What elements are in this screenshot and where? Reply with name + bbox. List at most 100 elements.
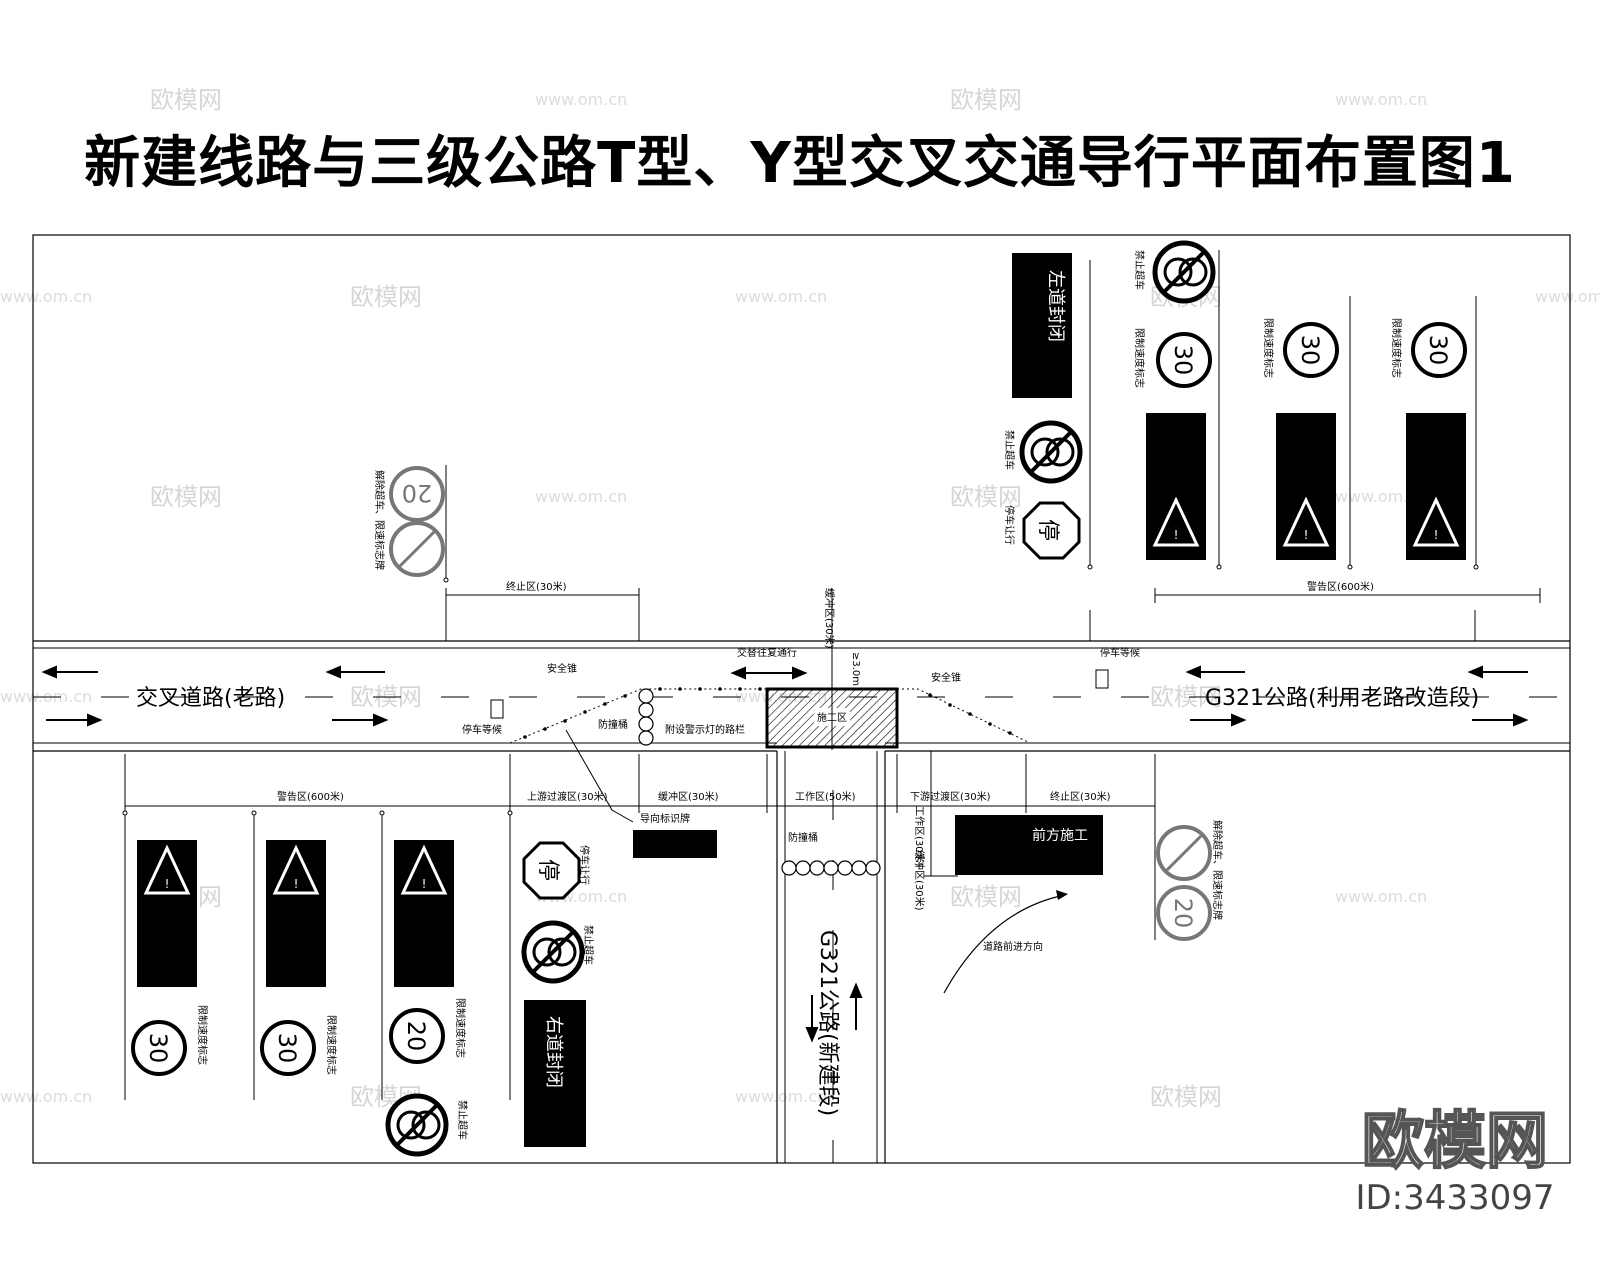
svg-text:30: 30 [1296,335,1324,366]
old-road-label: 交叉道路(老路) [136,686,285,711]
dim-warning-top [1089,588,1541,641]
svg-text:前方施工: 前方施工 [1032,827,1088,844]
svg-text:!: ! [294,877,299,891]
svg-text:20: 20 [1169,898,1197,929]
speed-limit-sign-faded: 20 [1156,885,1212,941]
arrow-left-icon [1467,665,1528,679]
watermark-logo: 欧模网 [950,483,1022,511]
svg-text:禁止超车: 禁止超车 [456,1100,469,1140]
svg-text:30: 30 [144,1033,172,1064]
warning-board [266,840,326,987]
watermark-url: www.om.cn [1535,287,1600,306]
wait-sign-label: 停车等候 [462,723,502,736]
stop-sign: 停 [1022,501,1081,560]
svg-text:限制速度标志: 限制速度标志 [454,998,467,1058]
svg-text:左道封闭: 左道封闭 [1045,270,1066,342]
svg-text:30: 30 [273,1033,301,1064]
no-overtaking-end-sign-faded [1156,825,1212,881]
speed-limit-sign [389,1008,445,1064]
page-title: 新建线路与三级公路T型、Y型交叉交通导行平面布置图1 [84,131,1516,196]
watermark-layer: 欧模网 www.om.cn 欧模网 www.om.cn 欧模网 www.om.c… [0,86,1600,1111]
wait-sign-label: 停车等候 [1100,646,1140,659]
watermark-url: www.om.cn [735,1087,827,1106]
safety-cone-label: 安全锥 [547,662,577,675]
speed-limit-sign: 30 [1156,332,1212,388]
dim-termination-top [445,588,640,641]
two-way-alternate-label: 交替往复通行 [737,646,797,659]
crash-barrel-label: 防撞桶 [788,831,818,844]
zone-buffer-label: 缓冲区(30米) [658,790,719,803]
svg-text:!: ! [1174,528,1179,542]
svg-text:!: ! [1304,528,1309,542]
watermark-url: www.om.cn [735,287,827,306]
watermark-url: www.om.cn [535,90,627,109]
watermark-url: www.om.cn [535,487,627,506]
svg-text:30: 30 [1424,335,1452,366]
sign-group-4: 停 停车让行 禁止超车 右道封闭 [507,810,595,1147]
watermark-url: www.om.cn [1335,887,1427,906]
arrow-right-icon [46,713,103,727]
warning-light-barrier-label: 附设警示灯的路栏 [665,723,745,736]
dim-vertical-right [924,751,958,877]
brand-watermark: 欧模网 ID:3433097 [1330,1104,1580,1219]
zone-termination-label: 终止区(30米) [1050,790,1111,803]
guide-sign-label: 导向标识牌 [640,812,690,825]
zone-warning-label: 警告区(600米) [277,790,344,803]
watermark-logo: 欧模网 [150,483,222,511]
vertical-road [776,751,886,1163]
watermark-url: www.om.cn [1335,90,1427,109]
speed-limit-sign: 30 [1411,322,1467,378]
zone-work-label: 工作区(50米) [795,790,856,803]
lift-restriction-label: 解除超车、限速标志牌 [373,470,386,570]
watermark-url: www.om.cn [0,1087,92,1106]
safety-cone-label: 安全锥 [931,671,961,684]
svg-text:限制速度标志: 限制速度标志 [196,1005,209,1065]
arrow-down-icon [805,995,819,1043]
arrow-up-icon [849,982,863,1030]
watermark-url: www.om.cn [1335,487,1427,506]
double-arrow-icon [730,666,808,680]
svg-text:右道封闭: 右道封闭 [543,1016,564,1088]
guide-sign-board [633,830,717,858]
safety-cone-taper-left [509,687,767,744]
svg-text:!: ! [1434,528,1439,542]
speed-limit-sign-faded: 20 [389,466,445,522]
road-closed-sign-bottom [524,1000,586,1147]
watermark-logo: 欧模网 [950,86,1022,114]
svg-text:!: ! [422,877,427,891]
no-overtaking-label: 禁止超车 [1133,250,1146,290]
arrow-left-icon [1185,665,1245,679]
svg-text:20: 20 [402,1021,430,1052]
height-zone-vertical-label: 缓冲区(30米) [823,588,836,649]
no-overtaking-end-sign-faded [389,521,445,577]
g321-old-road-label: G321公路(利用老路改造段) [1205,686,1479,711]
dim-bottom [124,754,1156,813]
arrow-right-icon [1472,713,1529,727]
direction-arrow-icon [1056,890,1068,900]
svg-text:禁止超车: 禁止超车 [582,925,595,965]
lane-arrows [41,665,1529,1043]
road-direction-label: 道路前进方向 [983,940,1043,953]
lift-restriction-label: 解除超车、限速标志牌 [1211,820,1224,920]
crash-barrels-vertical [781,860,881,876]
arrow-right-icon [1190,713,1247,727]
brand-logo: 欧模网 [1361,1104,1549,1177]
no-overtaking-sign [1152,240,1216,304]
guide-sign-leader [565,729,634,823]
warning-board [394,840,454,987]
speed-limit-sign: 30 [1283,322,1339,378]
termination-top-label: 终止区(30米) [506,580,567,593]
arrow-left-icon [325,665,385,679]
stop-sign [522,841,581,900]
watermark-logo: 欧模网 [1150,1083,1222,1111]
brand-id: ID:3433097 [1355,1178,1555,1218]
arrow-left-icon [41,665,98,679]
warning-board: ! [1406,413,1466,560]
zone-downstream-label: 下游过渡区(30米) [910,790,991,803]
svg-text:限制速度标志: 限制速度标志 [325,1015,338,1075]
road-closed-sign-top: 左道封闭 [1012,253,1072,398]
drawing-frame [32,234,1571,1164]
no-overtaking-sign [1019,420,1083,484]
svg-text:20: 20 [402,479,433,507]
